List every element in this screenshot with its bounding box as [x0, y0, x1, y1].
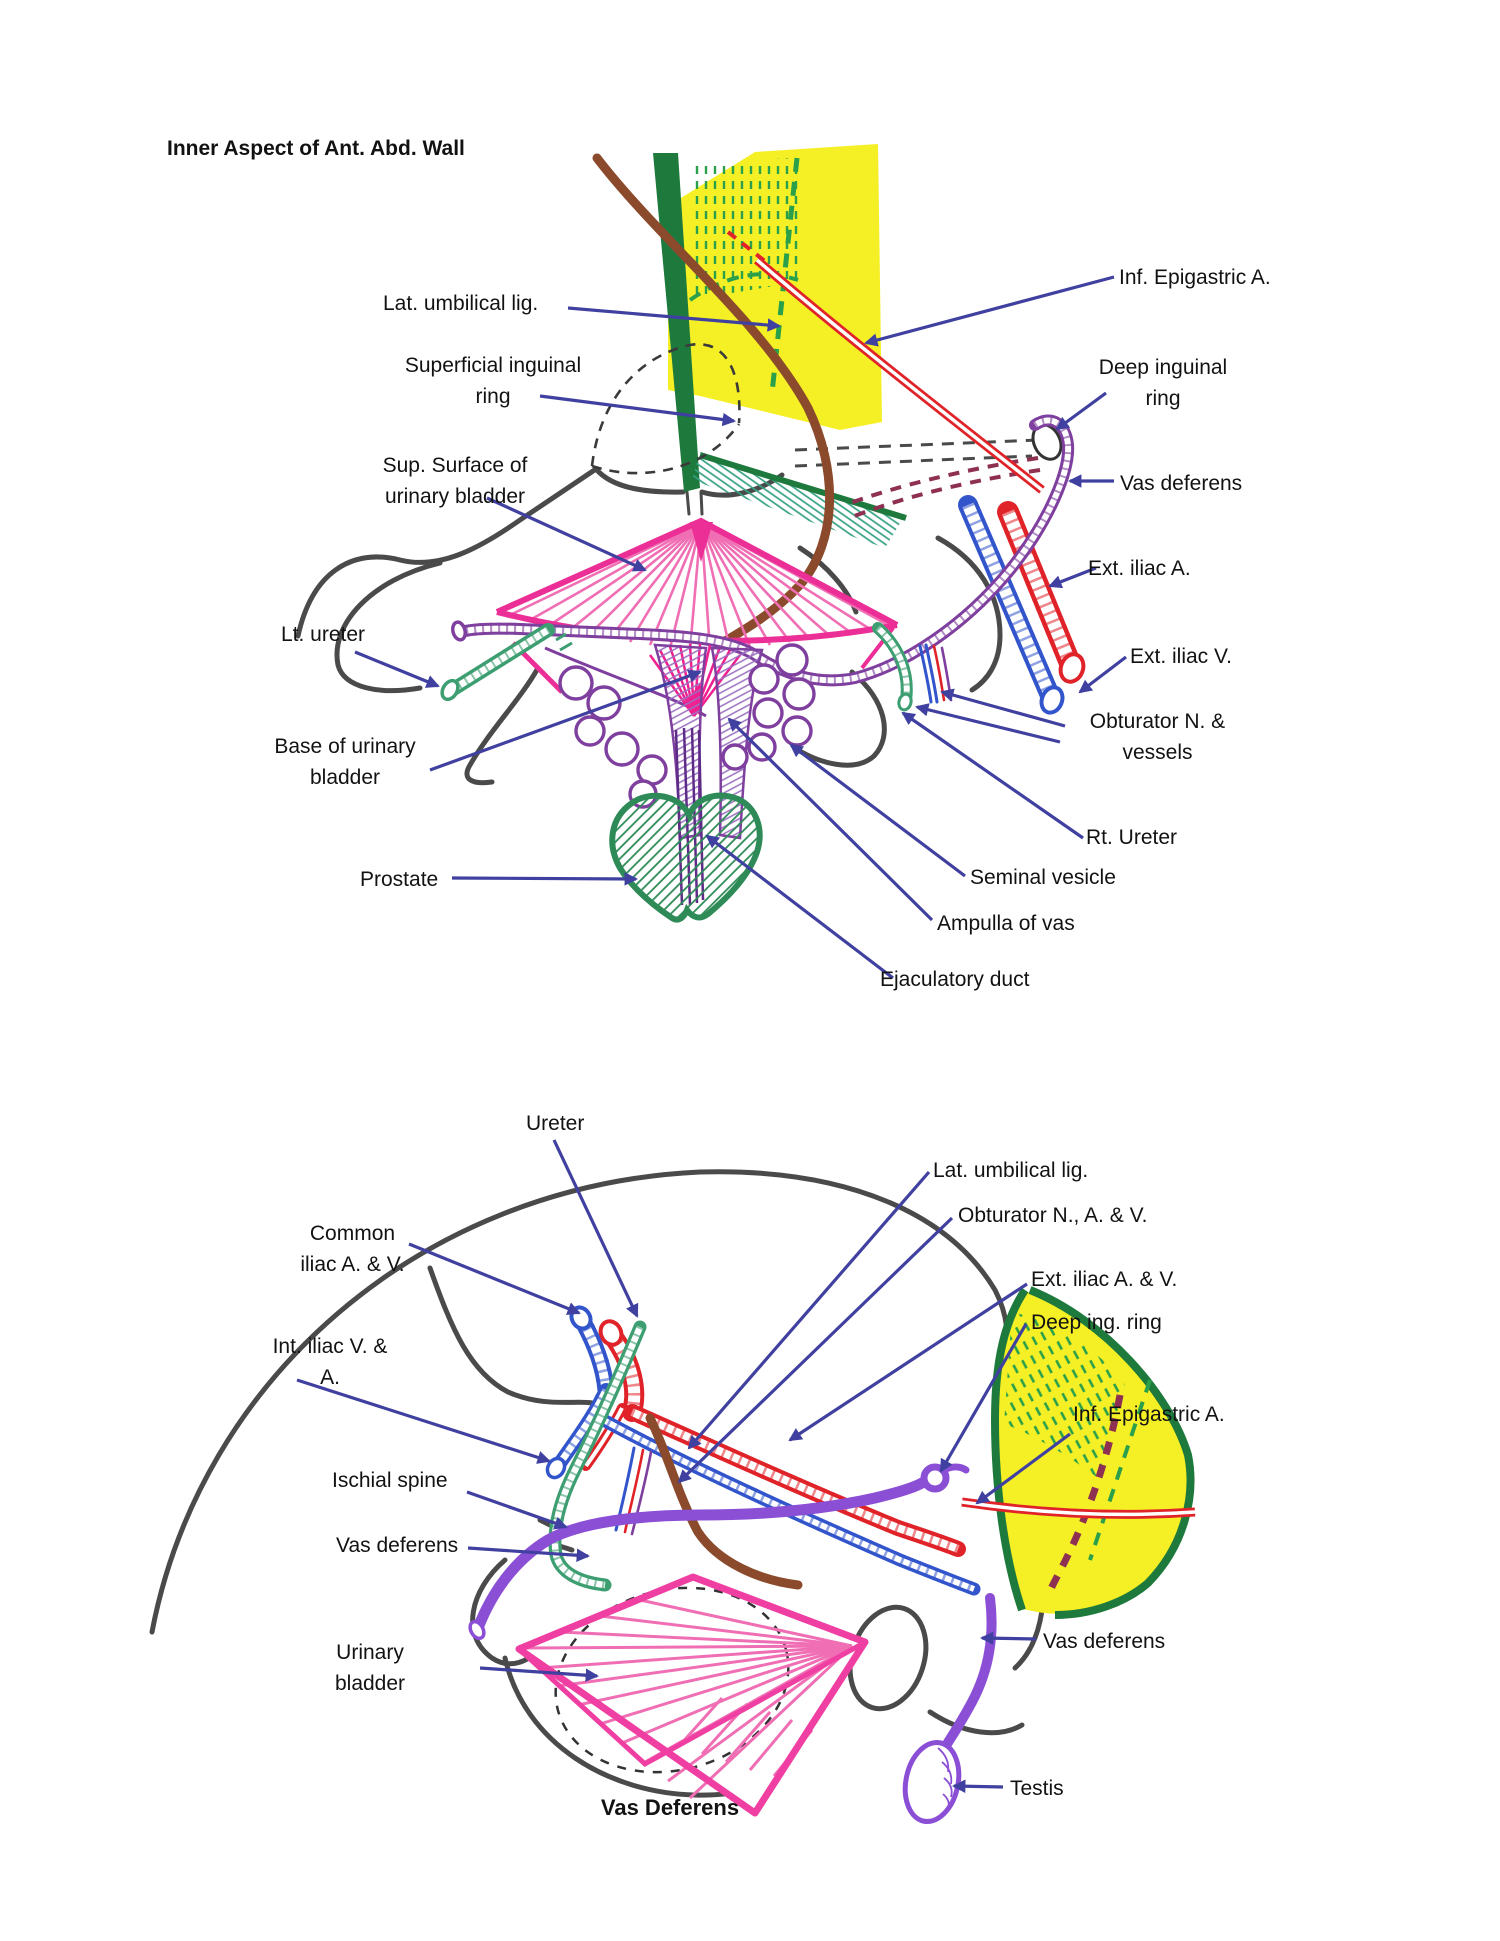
fig1-label-ampulla-of-vas: Ampulla of vas	[937, 912, 1075, 935]
fig1-pelvis-outline	[295, 466, 1003, 786]
fig2-abdominal-wall	[961, 1286, 1196, 1619]
fig2-urinary-bladder	[515, 1573, 869, 1817]
fig2-label-obturator-nav: Obturator N., A. & V.	[958, 1204, 1148, 1227]
fig2-caption: Vas Deferens	[600, 1795, 740, 1820]
fig1-leader-arrows	[354, 275, 1127, 980]
fig1-label-ext-iliac-a: Ext. iliac A.	[1088, 557, 1191, 580]
arrow-lat-umbilical-lig	[567, 306, 782, 332]
fig2-label-deep-ing-ring: Deep ing. ring	[1031, 1311, 1162, 1334]
arrow-ext-iliac-v-1	[1078, 655, 1127, 694]
arrow-seminal-vesicle	[789, 743, 966, 878]
fig1-label-rt-ureter: Rt. Ureter	[1086, 826, 1178, 849]
fig2-int-iliac-artery	[581, 1403, 627, 1471]
arrow-common-iliac	[408, 1242, 581, 1315]
arrow-obturator-1a	[940, 688, 1066, 728]
arrow-lt-ureter	[354, 650, 440, 688]
fig2-lat-umbilical-lig-brown	[645, 1413, 803, 1590]
arrow-prostate	[451, 872, 639, 886]
fig2-ext-iliac-vein	[593, 1411, 981, 1596]
arrow-ejaculatory-duct	[705, 834, 894, 980]
fig1-label-inf-epigastric-a: Inf. Epigastric A.	[1119, 266, 1271, 289]
arrow-obturator-2	[677, 1216, 954, 1484]
fig1-lat-umbilical-lig-brown	[592, 153, 835, 650]
arrow-ampulla-of-vas	[727, 717, 934, 922]
arrow-deep-ing-ring-2	[939, 1323, 1028, 1473]
fig1-ext-iliac-artery	[997, 501, 1086, 684]
fig1-prostate	[609, 792, 763, 923]
fig1-abdominal-wall	[653, 144, 882, 492]
fig1-label-sup-surface-bladder: Sup. Surface of urinary bladder	[382, 454, 528, 508]
arrow-inf-epigastric-a	[864, 275, 1115, 347]
fig2-label-urinary-bladder: Urinary bladder	[334, 1641, 406, 1695]
fig2-label-vas-deferens-right: Vas deferens	[1043, 1630, 1166, 1653]
fig2-label-ureter: Ureter	[526, 1112, 585, 1135]
fig1-inf-epigastric-artery	[726, 230, 1045, 494]
fig1-title: Inner Aspect of Ant. Abd. Wall	[167, 137, 465, 160]
fig1-label-deep-inguinal-ring: Deep inguinal ring	[1098, 356, 1228, 410]
arrow-vas-deferens-left-2	[467, 1546, 591, 1562]
fig1-label-seminal-vesicle: Seminal vesicle	[970, 866, 1116, 889]
fig2-label-ext-iliac-av: Ext. iliac A. & V.	[1031, 1268, 1178, 1291]
fig2-label-common-iliac: Common iliac A. & V.	[300, 1222, 405, 1276]
fig1-right-ureter	[872, 622, 913, 712]
fig2-leader-arrows	[296, 1139, 1071, 1793]
fig1-label-vas-deferens: Vas deferens	[1120, 472, 1243, 495]
arrow-deep-inguinal-ring	[1055, 391, 1107, 431]
fig2-label-lat-umbilical-lig: Lat. umbilical lig.	[933, 1159, 1089, 1182]
fig2-common-iliac-vein	[569, 1305, 615, 1399]
fig2-testis	[902, 1740, 962, 1824]
fig1-label-lat-umbilical-lig: Lat. umbilical lig.	[383, 292, 539, 315]
fig1-label-lt-ureter: Lt. ureter	[281, 623, 366, 646]
arrow-urinary-bladder-2	[479, 1666, 600, 1682]
fig1-label-ejaculatory-duct: Ejaculatory duct	[880, 968, 1030, 991]
fig1-label-superficial-inguinal-ring: Superficial inguinal ring	[404, 354, 582, 408]
fig2-label-vas-deferens-left: Vas deferens	[336, 1534, 459, 1557]
arrow-rt-ureter	[901, 711, 1084, 840]
fig1-seminal-vesicles	[558, 643, 816, 809]
fig2-ureter	[548, 1320, 647, 1592]
arrow-int-iliac	[296, 1378, 551, 1464]
arrow-obturator-1b	[915, 703, 1061, 744]
fig2-label-inf-epigastric-a: Inf. Epigastric A.	[1073, 1403, 1225, 1426]
arrow-base-of-bladder	[429, 669, 702, 772]
arrow-ext-iliac-2	[788, 1282, 1028, 1442]
arrow-ureter-2	[552, 1139, 639, 1318]
arrow-lat-umbilical-2	[687, 1170, 931, 1450]
fig1-left-ureter	[440, 623, 573, 702]
fig1-vas-deferens-tube	[451, 414, 1075, 718]
arrow-ischial-spine	[466, 1490, 568, 1530]
arrow-sup-surface-bladder	[486, 496, 647, 572]
fig2-label-int-iliac: Int. iliac V. & A.	[272, 1335, 388, 1389]
fig2-label-testis: Testis	[1010, 1777, 1064, 1800]
arrow-vas-deferens-right-2	[979, 1631, 1037, 1645]
fig1-label-obturator-n-vessels: Obturator N. & vessels	[1089, 710, 1226, 764]
fig2-int-iliac-vein	[545, 1383, 613, 1480]
fig1-label-ext-iliac-v: Ext. iliac V.	[1130, 645, 1232, 668]
fig1-label-prostate: Prostate	[360, 868, 439, 891]
fig1-superficial-ring-dashed	[590, 342, 741, 475]
arrow-inf-epigastric-2	[975, 1432, 1071, 1505]
arrow-ext-iliac-a-1	[1048, 566, 1097, 589]
fig1-label-base-of-bladder: Base of urinary bladder	[274, 735, 416, 789]
fig2-label-ischial-spine: Ischial spine	[332, 1469, 448, 1492]
fig1-bladder-sup-surface-fan	[495, 517, 899, 694]
fig1-ext-iliac-vein	[958, 495, 1065, 715]
arrow-testis	[951, 1779, 1004, 1793]
fig1-inguinal-ligament	[692, 452, 907, 548]
arrow-superficial-inguinal-ring	[539, 394, 736, 427]
